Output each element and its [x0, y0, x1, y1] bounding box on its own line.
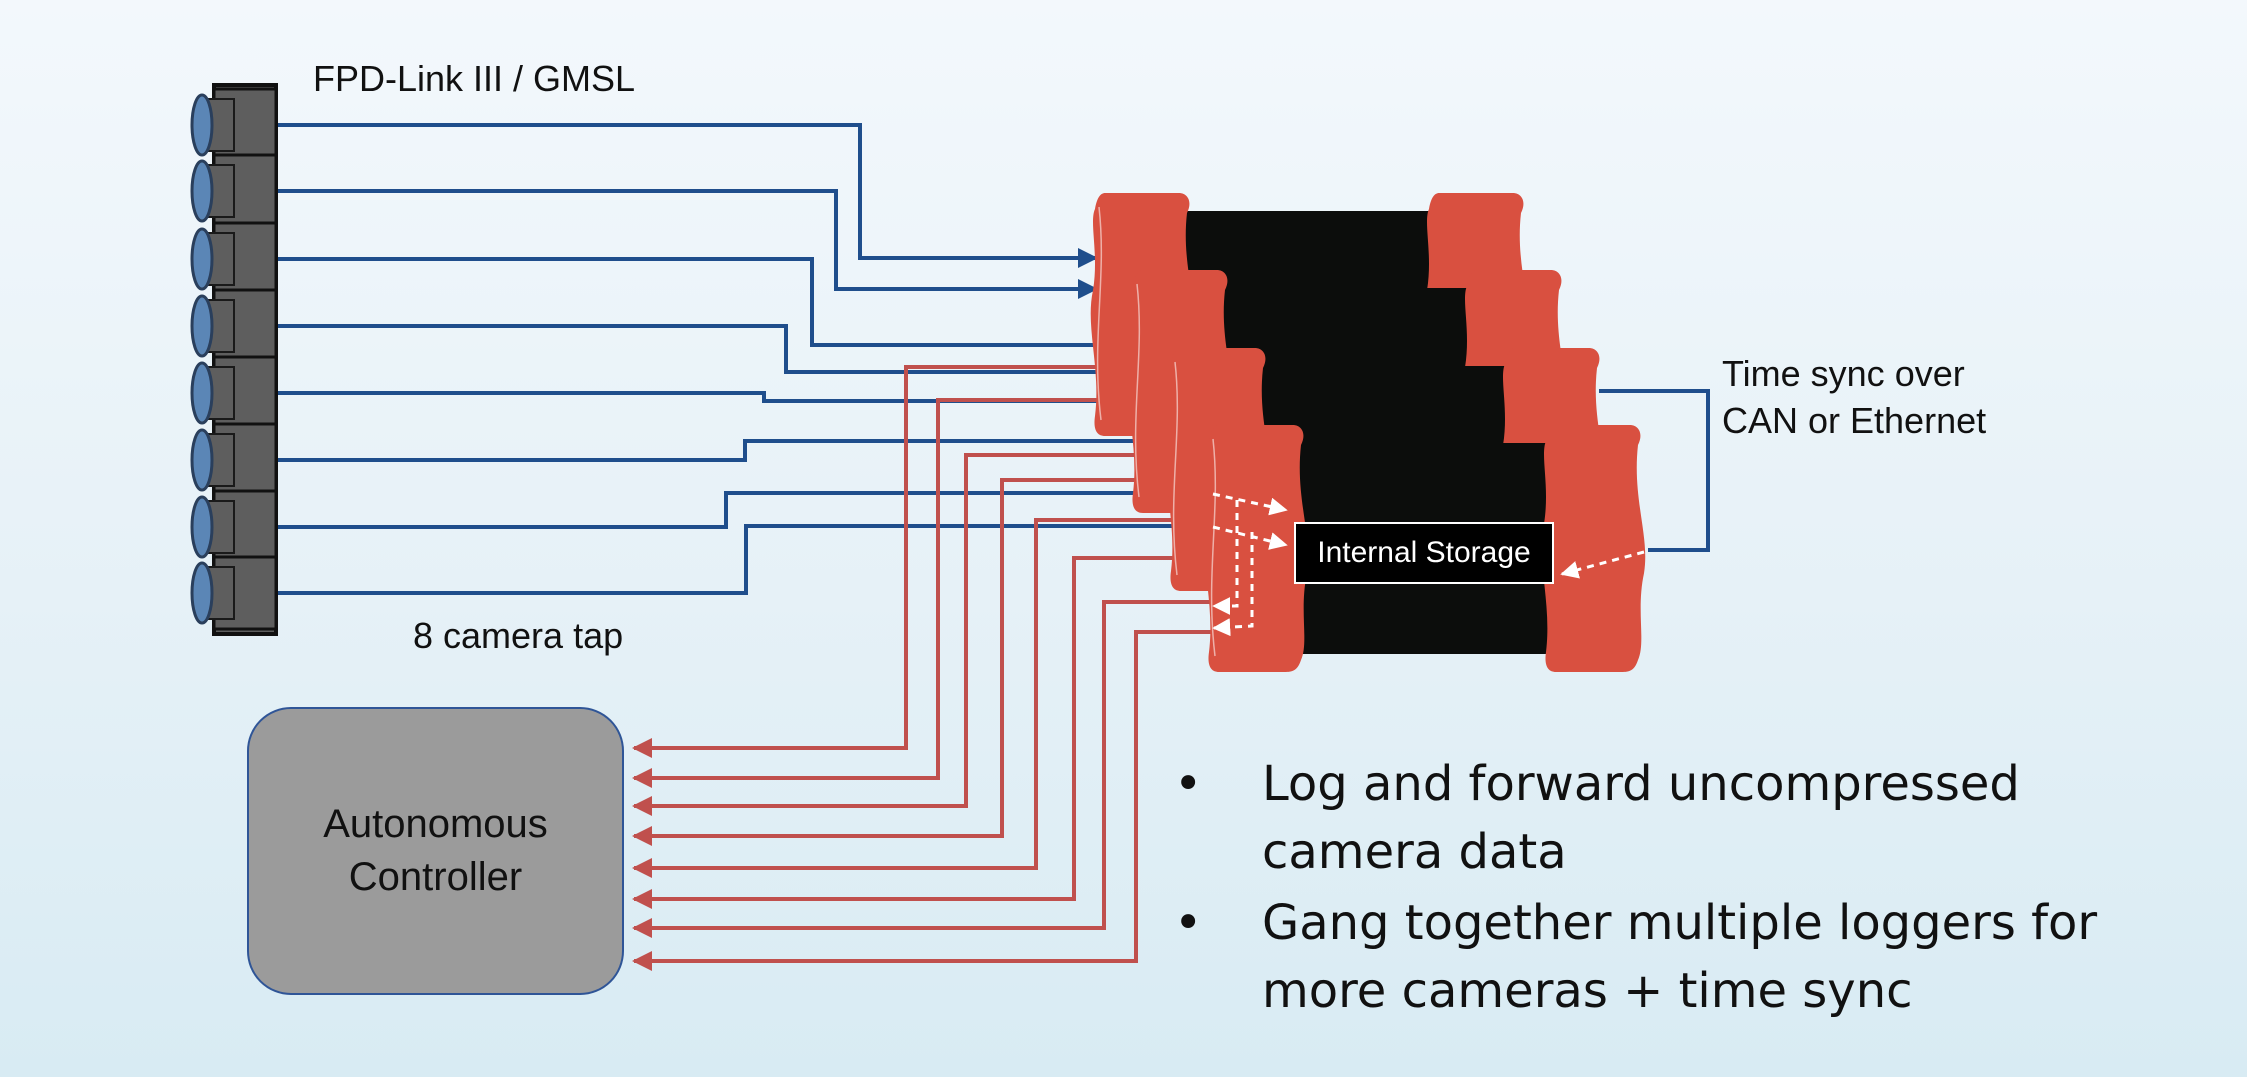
controller-label-line1: Autonomous	[323, 802, 548, 846]
camera-lens-icon	[190, 159, 214, 223]
camera-unit	[190, 489, 278, 565]
output-cable	[632, 600, 1218, 938]
logger-right-cap	[1541, 425, 1646, 672]
output-cable	[632, 556, 1218, 909]
bullet-item: Log and forward uncompressed camera data	[1160, 750, 2220, 886]
time-sync-label-line2: CAN or Ethernet	[1722, 400, 1987, 441]
bullet-list: Log and forward uncompressed camera data…	[1160, 750, 2220, 1028]
input-cable	[276, 431, 1176, 462]
camera-unit	[190, 422, 278, 498]
internal-storage-box: Internal Storage	[1294, 522, 1554, 584]
time-sync-group	[1599, 389, 1710, 552]
camera-lens-icon	[190, 495, 214, 559]
output-cable	[632, 518, 1174, 878]
camera-tap-label: 8 camera tap	[413, 615, 624, 656]
input-cable	[276, 324, 1137, 382]
camera-unit	[190, 221, 278, 297]
camera-lens-icon	[190, 294, 214, 358]
bullet-item-line1: Log and forward uncompressed	[1262, 756, 2020, 812]
camera-lens-icon	[190, 428, 214, 492]
output-cable-group	[632, 365, 1218, 971]
time-sync-line	[1599, 389, 1710, 552]
camera-unit	[190, 288, 278, 364]
logger-cap-highlight	[1172, 361, 1179, 576]
input-cable-group	[276, 123, 1220, 595]
sync-flow-arrow	[1560, 550, 1645, 579]
input-cable	[276, 189, 1098, 299]
bullet-item-line2: camera data	[1262, 824, 1567, 880]
bullet-item-line2: more cameras + time sync	[1262, 963, 1913, 1019]
camera-lens-icon	[190, 93, 214, 157]
bullet-item-line1: Gang together multiple loggers for	[1262, 895, 2098, 951]
internal-flow-group	[1212, 492, 1645, 637]
logger-cap-highlight	[1096, 206, 1103, 421]
input-cable	[276, 516, 1220, 595]
time-sync-label-line1: Time sync over	[1722, 353, 1965, 394]
output-cable	[632, 453, 1135, 816]
camera-lens-icon	[190, 561, 214, 625]
camera-unit	[190, 555, 278, 631]
autonomous-controller-box: Autonomous Controller	[247, 707, 624, 995]
forward-flow-arrow	[1212, 532, 1254, 637]
output-cable	[632, 365, 1096, 758]
logger-left-cap	[1204, 425, 1309, 672]
input-cable	[276, 483, 1220, 529]
controller-label-line2: Controller	[348, 855, 523, 899]
camera-unit	[190, 355, 278, 431]
output-cable	[632, 398, 1135, 788]
output-cable	[632, 630, 1218, 971]
camera-unit	[190, 153, 278, 229]
link-type-label: FPD-Link III / GMSL	[313, 58, 636, 99]
camera-unit	[190, 87, 278, 163]
forward-flow-arrow	[1212, 500, 1239, 615]
logger-stack	[1090, 193, 1646, 672]
camera-lens-icon	[190, 361, 214, 425]
logger-cap-highlight	[1134, 283, 1141, 498]
bullet-item: Gang together multiple loggers for more …	[1160, 889, 2220, 1025]
input-cable	[276, 123, 1098, 268]
time-sync-label: Time sync over CAN or Ethernet	[1722, 350, 1986, 444]
input-cable	[276, 257, 1137, 355]
camera-lens-icon	[190, 227, 214, 291]
output-cable	[632, 478, 1174, 846]
camera-strip	[190, 83, 278, 636]
